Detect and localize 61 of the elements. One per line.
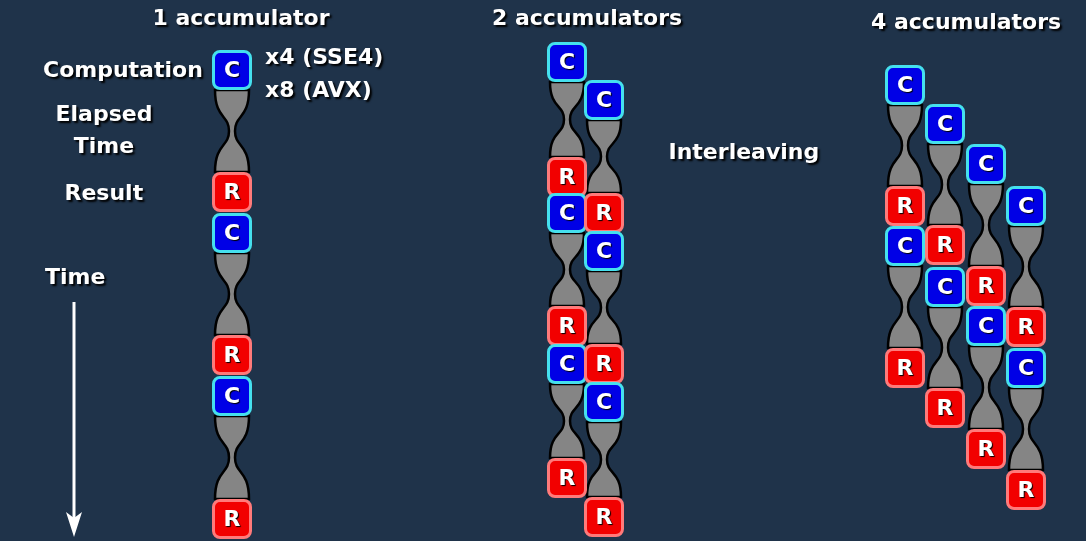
result-box: R bbox=[925, 225, 965, 265]
text-label: Time bbox=[45, 263, 106, 291]
hourglass-connector bbox=[585, 420, 623, 499]
result-box: R bbox=[925, 388, 965, 428]
hourglass-connector bbox=[548, 231, 586, 308]
computation-box: C bbox=[925, 267, 965, 307]
hourglass-connector bbox=[213, 251, 251, 337]
hourglass-connector bbox=[585, 118, 623, 195]
computation-box: C bbox=[584, 80, 624, 120]
result-box: R bbox=[584, 193, 624, 233]
result-box: R bbox=[547, 306, 587, 346]
text-label: x8 (AVX) bbox=[265, 76, 372, 104]
hourglass-connector bbox=[886, 264, 924, 350]
result-box: R bbox=[212, 335, 252, 375]
text-label: Result bbox=[64, 179, 144, 207]
computation-box: C bbox=[547, 193, 587, 233]
hourglass-connector bbox=[548, 80, 586, 159]
result-box: R bbox=[966, 266, 1006, 306]
hourglass-connector bbox=[213, 414, 251, 501]
result-box: R bbox=[584, 497, 624, 537]
text-label: Elapsed Time bbox=[54, 100, 154, 160]
computation-box: C bbox=[1006, 186, 1046, 226]
column-heading: 2 accumulators bbox=[492, 4, 683, 32]
result-box: R bbox=[1006, 307, 1046, 347]
hourglass-connector bbox=[585, 269, 623, 346]
hourglass-connector bbox=[967, 182, 1005, 268]
computation-box: C bbox=[885, 226, 925, 266]
computation-box: C bbox=[966, 306, 1006, 346]
column-heading: 4 accumulators bbox=[871, 8, 1062, 36]
computation-box: C bbox=[1006, 348, 1046, 388]
text-label: x4 (SSE4) bbox=[265, 43, 384, 71]
computation-box: C bbox=[584, 231, 624, 271]
result-box: R bbox=[584, 344, 624, 384]
computation-box: C bbox=[584, 382, 624, 422]
result-box: R bbox=[212, 172, 252, 212]
hourglass-connector bbox=[213, 88, 251, 174]
computation-box: C bbox=[885, 65, 925, 105]
hourglass-connector bbox=[886, 103, 924, 188]
computation-box: C bbox=[212, 376, 252, 416]
hourglass-connector bbox=[926, 305, 964, 390]
computation-box: C bbox=[925, 104, 965, 144]
result-box: R bbox=[547, 458, 587, 498]
computation-box: C bbox=[212, 213, 252, 253]
hourglass-connector bbox=[967, 344, 1005, 431]
text-label: Computation bbox=[43, 56, 203, 84]
computation-box: C bbox=[547, 42, 587, 82]
hourglass-connector bbox=[1007, 224, 1045, 309]
result-box: R bbox=[885, 348, 925, 388]
hourglass-connector bbox=[1007, 386, 1045, 472]
hourglass-connector bbox=[926, 142, 964, 227]
computation-box: C bbox=[547, 344, 587, 384]
computation-box: C bbox=[212, 50, 252, 90]
result-box: R bbox=[212, 499, 252, 539]
computation-box: C bbox=[966, 144, 1006, 184]
result-box: R bbox=[966, 429, 1006, 469]
column-heading: 1 accumulator bbox=[152, 4, 330, 32]
result-box: R bbox=[885, 186, 925, 226]
hourglass-connector bbox=[548, 382, 586, 460]
result-box: R bbox=[547, 157, 587, 197]
result-box: R bbox=[1006, 470, 1046, 510]
text-label: Interleaving bbox=[668, 138, 820, 166]
